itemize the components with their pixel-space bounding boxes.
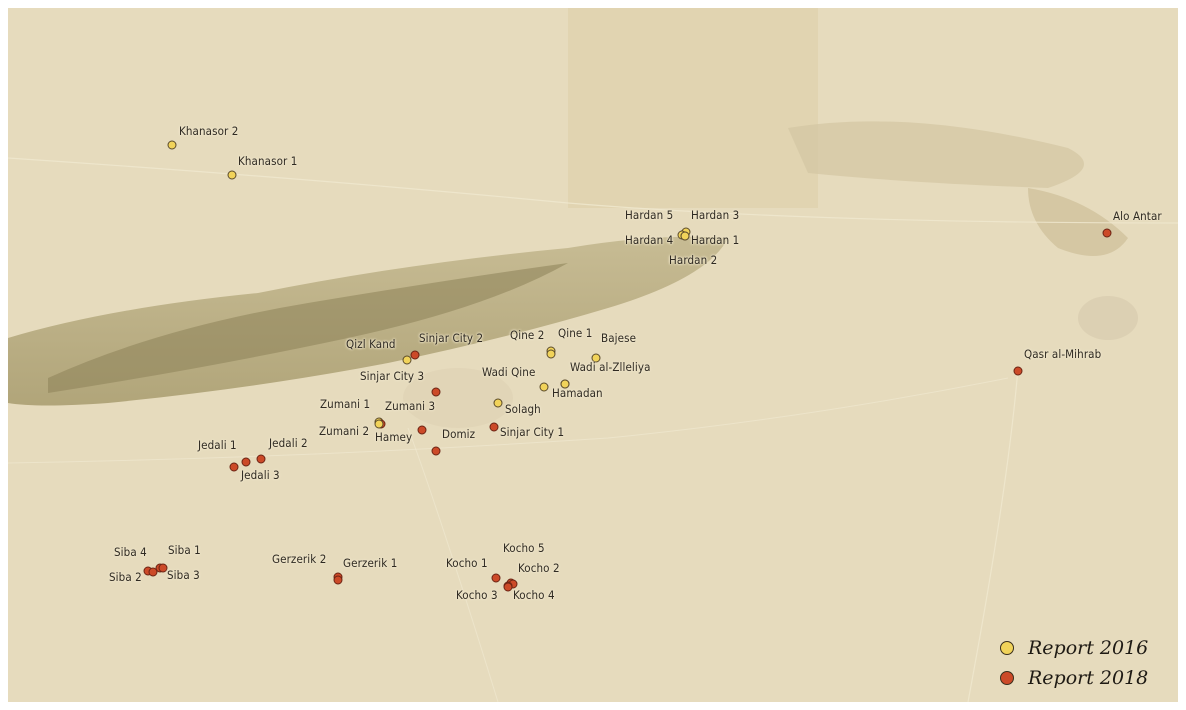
label-qine-2: Qine 2 [510,328,545,342]
label-alo-antar: Alo Antar [1113,209,1162,223]
terrain-layer [8,8,1178,702]
marker-solagh[interactable] [493,398,503,408]
label-gerzerik-2: Gerzerik 2 [272,552,327,566]
label-hardan-3: Hardan 3 [691,208,740,222]
marker-khanasor-1[interactable] [227,170,237,180]
label-bajese: Bajese [601,331,637,345]
legend-swatch-2016 [1000,641,1014,655]
marker-alo-antar[interactable] [1102,228,1112,238]
marker-jedali-3[interactable] [256,454,266,464]
marker-hamey[interactable] [417,425,427,435]
label-hardan-2: Hardan 2 [669,253,718,267]
label-hardan-5: Hardan 5 [625,208,674,222]
label-siba-1: Siba 1 [168,543,201,557]
legend-swatch-2018 [1000,671,1014,685]
legend-label-2018: Report 2018 [1028,667,1149,689]
marker-sinjar-city-2[interactable] [410,350,420,360]
label-zumani-3: Zumani 3 [385,399,436,413]
label-zumani-1: Zumani 1 [320,397,371,411]
label-solagh: Solagh [505,402,541,416]
marker-sinjar-city-1[interactable] [489,422,499,432]
label-kocho-5: Kocho 5 [503,541,545,555]
label-hamey: Hamey [375,430,413,444]
label-qizl-kand: Qizl Kand [346,337,396,351]
marker-khanasor-2[interactable] [167,140,177,150]
legend-label-2016: Report 2016 [1028,637,1149,659]
map-canvas[interactable]: Khanasor 2 Khanasor 1 Hardan 5 Hardan 3 Hard… [8,8,1178,702]
marker-qizl-kand[interactable] [402,355,412,365]
label-kocho-4: Kocho 4 [513,588,555,602]
label-hardan-1: Hardan 1 [691,233,740,247]
label-siba-3: Siba 3 [167,568,200,582]
marker-hamadan[interactable] [560,379,570,389]
marker-domiz[interactable] [431,446,441,456]
marker-kocho-1[interactable] [491,573,501,583]
label-wadi-al-zlleliya: Wadi al-Zlleliya [570,360,651,374]
marker-hardan-2[interactable] [680,231,690,241]
label-hamadan: Hamadan [552,386,603,400]
label-siba-4: Siba 4 [114,545,147,559]
label-sinjar-city-2: Sinjar City 2 [419,331,484,345]
label-siba-2: Siba 2 [109,570,142,584]
label-wadi-qine: Wadi Qine [482,365,536,379]
marker-jedali-1[interactable] [229,462,239,472]
label-jedali-2: Jedali 2 [269,436,308,450]
label-qine-1: Qine 1 [558,326,593,340]
label-hardan-4: Hardan 4 [625,233,674,247]
marker-siba-3[interactable] [158,563,168,573]
label-gerzerik-1: Gerzerik 1 [343,556,398,570]
label-kocho-3: Kocho 3 [456,588,498,602]
marker-siba-2[interactable] [148,567,158,577]
label-sinjar-city-1: Sinjar City 1 [500,425,565,439]
marker-wadi-qine[interactable] [539,382,549,392]
label-khanasor-2: Khanasor 2 [179,124,239,138]
label-sinjar-city-3: Sinjar City 3 [360,369,425,383]
marker-bajese[interactable] [591,353,601,363]
marker-zumani-2[interactable] [374,419,384,429]
legend-item-2016: Report 2016 [1000,636,1148,660]
label-kocho-2: Kocho 2 [518,561,560,575]
marker-qasr-al-mihrab[interactable] [1013,366,1023,376]
marker-jedali-2[interactable] [241,457,251,467]
label-jedali-3: Jedali 3 [241,468,280,482]
marker-qine-1[interactable] [546,349,556,359]
legend-item-2018: Report 2018 [1000,666,1148,690]
marker-kocho-4[interactable] [503,582,513,592]
label-qasr-al-mihrab: Qasr al-Mihrab [1024,347,1102,361]
label-khanasor-1: Khanasor 1 [238,154,298,168]
legend: Report 2016 Report 2018 [1000,626,1150,696]
marker-gerzerik-1[interactable] [333,575,343,585]
marker-sinjar-city-3[interactable] [431,387,441,397]
label-domiz: Domiz [442,427,476,441]
label-jedali-1: Jedali 1 [198,438,237,452]
label-kocho-1: Kocho 1 [446,556,488,570]
label-zumani-2: Zumani 2 [319,424,370,438]
